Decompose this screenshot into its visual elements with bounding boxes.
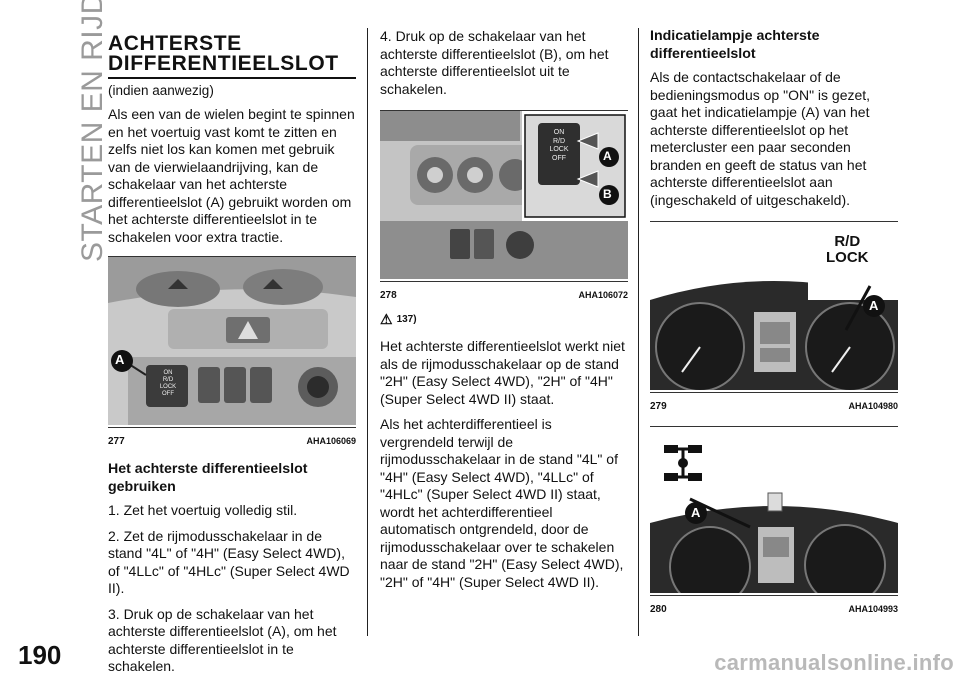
step-3: 3. Druk op de schakelaar van het achters… [108, 605, 337, 675]
step-4: 4. Druk op de schakelaar van het achters… [380, 28, 609, 97]
figure-278: ON R/D LOCK OFF A B [380, 110, 628, 282]
section-subtitle: (indien aanwezig) [108, 83, 214, 98]
column-divider-1 [367, 28, 368, 636]
title-rule [108, 77, 356, 79]
marker-a: A [869, 298, 879, 313]
marker-a: A [691, 505, 701, 520]
marker-b: B [603, 187, 612, 201]
marker-a: A [603, 149, 612, 163]
rd-lock-label: R/D LOCK [826, 233, 869, 266]
column-2: 4. Druk op de schakelaar van het achters… [380, 28, 628, 599]
meter-cluster-image-1 [650, 222, 898, 392]
chapter-side-label: STARTEN EN RIJDEN [76, 0, 109, 262]
figure-280: A [650, 426, 898, 608]
intro-paragraph: Als een van de wielen begint te spinnen … [108, 106, 355, 245]
column-3: Indicatielampje achterste differentieels… [650, 28, 898, 615]
dashboard-switch-image [108, 257, 356, 425]
switch-panel-image [380, 111, 628, 279]
marker-a: A [115, 352, 125, 367]
warning-reference: ⚠ 137) [380, 311, 417, 327]
figure-277: ON R/D LOCK OFF A [108, 256, 356, 428]
indicator-paragraph: Als de contactschakelaar of de bediening… [650, 69, 871, 208]
column-1: ACHTERSTE DIFFERENTIEELSLOT (indien aanw… [108, 28, 356, 684]
figure-278-caption: 278 AHA106072 [380, 290, 628, 301]
figure-279: R/D LOCK A [650, 221, 898, 393]
step-1: 1. Zet het voertuig volledig stil. [108, 502, 298, 518]
figure-277-caption: 277 AHA106069 [108, 436, 356, 447]
section-title: ACHTERSTE DIFFERENTIEELSLOT [108, 32, 339, 75]
column-divider-2 [638, 28, 639, 636]
indicator-heading: Indicatielampje achterste differentieels… [650, 28, 820, 62]
watermark: carmanualsonline.info [714, 650, 954, 675]
paragraph-2: Het achterste differentieelslot werkt ni… [380, 338, 625, 407]
page-number: 190 [18, 640, 62, 670]
switch-legend-2: ON R/D LOCK OFF [549, 129, 569, 162]
meter-cluster-image-2 [650, 427, 898, 608]
paragraph-3: Als het achterdifferentieel is vergrende… [380, 416, 624, 590]
use-heading: Het achterste differentieelslot gebruike… [108, 461, 308, 495]
switch-legend: ON R/D LOCK OFF [159, 370, 177, 397]
step-2: 2. Zet de rijmodusschakelaar in de stand… [108, 527, 350, 597]
warning-icon: ⚠ [380, 311, 393, 327]
figure-280-caption: 280 AHA104993 [650, 604, 898, 615]
figure-279-caption: 279 AHA104980 [650, 401, 898, 412]
